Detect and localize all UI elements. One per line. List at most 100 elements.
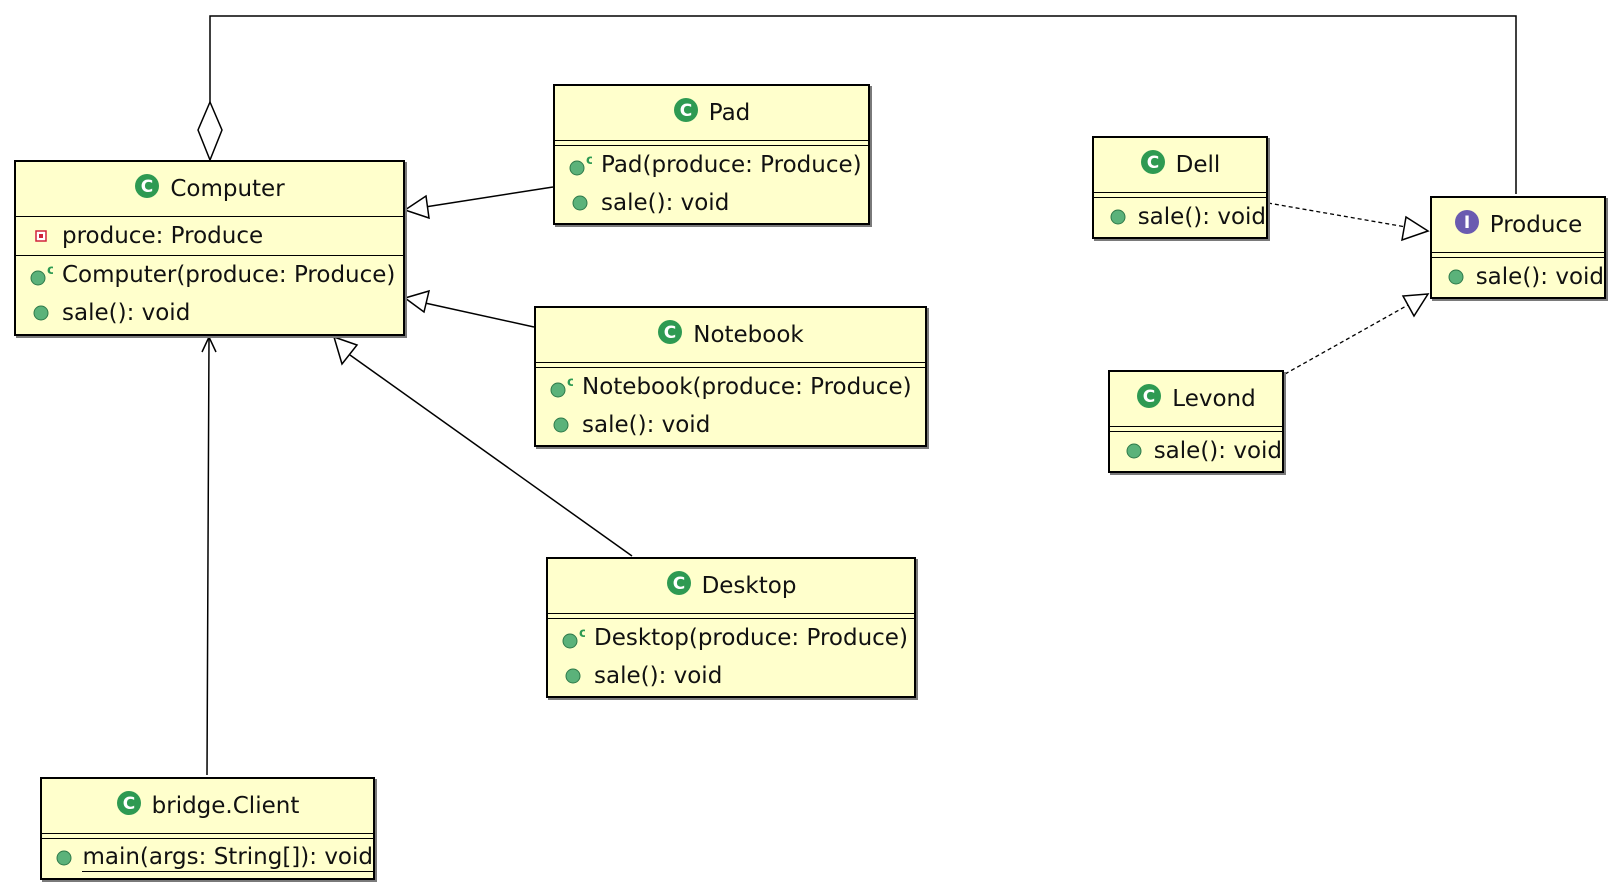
interface-box-produce[interactable]: I Produce sale(): void <box>1430 196 1606 299</box>
class-header: C Levond <box>1110 372 1282 427</box>
class-box-client[interactable]: C bridge.Client main(args: String[]): vo… <box>40 777 375 880</box>
method-row: c Pad(produce: Produce) <box>555 146 868 184</box>
public-method-icon <box>1444 269 1468 285</box>
class-header: C Desktop <box>548 559 914 614</box>
dependency-line-client <box>206 337 210 776</box>
aggregation-diamond <box>197 100 223 163</box>
method-text: sale(): void <box>601 190 730 216</box>
class-header: I Produce <box>1432 198 1604 253</box>
svg-text:C: C <box>672 574 684 594</box>
realization-line-dell <box>1267 202 1407 228</box>
class-header: C bridge.Client <box>42 779 373 834</box>
constructor-icon: c <box>567 153 593 177</box>
class-icon: C <box>1140 149 1166 181</box>
method-row: c Notebook(produce: Produce) <box>536 368 925 406</box>
class-icon: C <box>673 97 699 129</box>
class-icon: C <box>134 173 160 205</box>
attribute-compartment <box>548 614 914 619</box>
method-text: Computer(produce: Produce) <box>62 262 396 288</box>
interface-icon: I <box>1454 209 1480 241</box>
method-text: Desktop(produce: Produce) <box>594 625 908 651</box>
method-text: sale(): void <box>62 300 191 326</box>
class-name: Pad <box>708 100 751 126</box>
constructor-icon: c <box>28 263 54 287</box>
svg-text:c: c <box>579 626 585 641</box>
generalization-line-pad <box>424 186 554 208</box>
class-name: Levond <box>1172 386 1256 412</box>
class-icon: C <box>657 319 683 351</box>
svg-text:I: I <box>1464 213 1470 233</box>
method-row: c Computer(produce: Produce) <box>16 256 403 294</box>
method-row: sale(): void <box>536 406 925 444</box>
svg-text:C: C <box>1143 387 1155 407</box>
method-row: c Desktop(produce: Produce) <box>548 619 914 657</box>
field-row: produce: Produce <box>16 217 403 255</box>
class-header: C Computer <box>16 162 403 217</box>
constructor-icon: c <box>560 626 586 650</box>
class-name: Dell <box>1175 152 1221 178</box>
class-box-pad[interactable]: C Pad c Pad(produce: Produce) sale(): vo… <box>553 84 870 225</box>
method-text: main(args: String[]): void <box>82 844 373 873</box>
public-method-icon <box>1122 443 1146 459</box>
class-box-levond[interactable]: C Levond sale(): void <box>1108 370 1284 473</box>
class-box-dell[interactable]: C Dell sale(): void <box>1092 136 1268 239</box>
class-icon: C <box>666 570 692 602</box>
svg-text:C: C <box>664 323 676 343</box>
generalization-line-desktop <box>349 354 633 557</box>
svg-text:c: c <box>586 153 592 168</box>
class-icon: C <box>1136 383 1162 415</box>
public-method-icon <box>28 305 54 321</box>
public-method-icon <box>548 417 574 433</box>
aggregation-line <box>209 15 1517 194</box>
svg-text:c: c <box>47 263 53 278</box>
class-header: C Dell <box>1094 138 1266 193</box>
method-text: sale(): void <box>1137 204 1266 230</box>
attribute-compartment <box>555 141 868 146</box>
svg-text:C: C <box>122 794 134 814</box>
constructor-icon: c <box>548 375 574 399</box>
public-method-icon <box>560 668 586 684</box>
method-row: sale(): void <box>1094 198 1266 236</box>
field-text: produce: Produce <box>62 223 264 249</box>
generalization-arrowhead-notebook <box>403 289 431 314</box>
svg-text:C: C <box>141 177 153 197</box>
method-text: sale(): void <box>594 663 723 689</box>
class-name: Desktop <box>701 573 797 599</box>
class-name: Notebook <box>693 322 804 348</box>
realization-arrowhead-dell <box>1401 215 1430 242</box>
generalization-line-notebook <box>424 302 535 328</box>
method-row: main(args: String[]): void <box>42 839 373 877</box>
generalization-arrowhead-pad <box>403 194 430 220</box>
attribute-compartment <box>1094 193 1266 198</box>
class-header: C Notebook <box>536 308 925 363</box>
attribute-compartment <box>1110 427 1282 432</box>
svg-text:C: C <box>1146 153 1158 173</box>
method-text: sale(): void <box>1475 264 1604 290</box>
method-text: Pad(produce: Produce) <box>601 152 862 178</box>
class-icon: C <box>116 790 142 822</box>
class-box-notebook[interactable]: C Notebook c Notebook(produce: Produce) … <box>534 306 927 447</box>
generalization-arrowhead-desktop <box>332 335 359 366</box>
class-name: bridge.Client <box>151 793 300 819</box>
class-name: Produce <box>1489 212 1583 238</box>
private-field-icon <box>28 230 54 242</box>
class-name: Computer <box>170 176 285 202</box>
attribute-compartment <box>42 834 373 839</box>
dependency-arrowhead-client <box>201 335 217 353</box>
class-header: C Pad <box>555 86 868 141</box>
method-text: sale(): void <box>1153 438 1282 464</box>
method-row: sale(): void <box>555 184 868 222</box>
method-row: sale(): void <box>1432 258 1604 296</box>
public-method-icon <box>1106 209 1130 225</box>
class-box-computer[interactable]: C Computer produce: Produce c Computer(p… <box>14 160 405 336</box>
public-method-icon <box>567 195 593 211</box>
svg-text:c: c <box>567 375 573 390</box>
method-text: Notebook(produce: Produce) <box>582 374 912 400</box>
svg-text:C: C <box>679 101 691 121</box>
method-text: sale(): void <box>582 412 711 438</box>
method-row: sale(): void <box>548 657 914 695</box>
class-box-desktop[interactable]: C Desktop c Desktop(produce: Produce) sa… <box>546 557 916 698</box>
method-row: sale(): void <box>16 294 403 332</box>
static-method-icon <box>54 850 74 866</box>
